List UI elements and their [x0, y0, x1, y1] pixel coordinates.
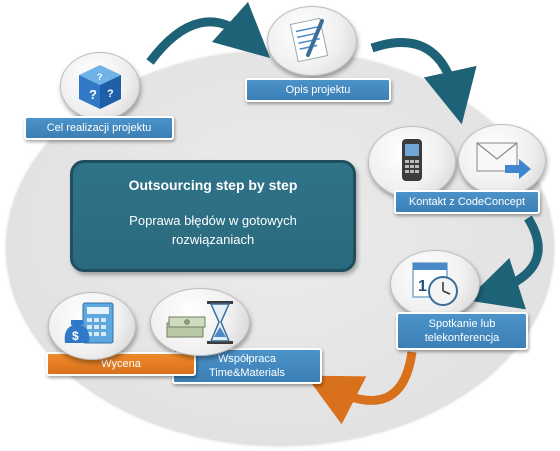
step-label: Kontakt z CodeConcept	[408, 196, 526, 208]
money-hourglass-icon	[150, 288, 250, 356]
svg-text:?: ?	[107, 88, 114, 100]
center-box: Outsourcing step by step Poprawa błędów …	[70, 160, 356, 272]
arrow-step3-to-step4	[466, 215, 543, 310]
question-cube-icon: ? ? ?	[60, 52, 140, 120]
arrow-step2-to-step3	[370, 38, 477, 125]
center-title: Outsourcing step by step	[128, 177, 298, 193]
step-kontakt: Kontakt z CodeConcept	[394, 190, 540, 214]
step-label: Opis projektu	[285, 84, 351, 96]
step-label: Współpraca Time&Materials	[209, 353, 285, 379]
calendar-clock-icon: 1	[390, 250, 480, 318]
calculator-money-icon: $	[48, 292, 136, 360]
arrow-step1-to-step2	[146, 1, 271, 65]
step-label: Cel realizacji projektu	[46, 122, 152, 134]
step-opis-projektu: Opis projektu	[245, 78, 391, 102]
center-subtitle: Poprawa błędów w gotowych rozwiązaniach	[129, 213, 297, 247]
step-cel-realizacji: Cel realizacji projektu	[24, 116, 174, 140]
step-spotkanie: Spotkanie lub telekonferencja	[396, 312, 528, 350]
svg-text:$: $	[72, 329, 79, 343]
document-pencil-icon	[267, 6, 357, 76]
email-envelope-icon	[458, 124, 546, 196]
arrow-step4-to-step5	[305, 351, 417, 425]
mobile-phone-icon	[368, 126, 456, 198]
svg-text:?: ?	[89, 87, 97, 102]
step-label: Spotkanie lub telekonferencja	[424, 318, 500, 344]
svg-text:1: 1	[418, 278, 427, 295]
step-label: Wycena	[101, 358, 141, 370]
svg-text:?: ?	[97, 72, 103, 82]
step-wycena: Wycena	[46, 352, 196, 376]
